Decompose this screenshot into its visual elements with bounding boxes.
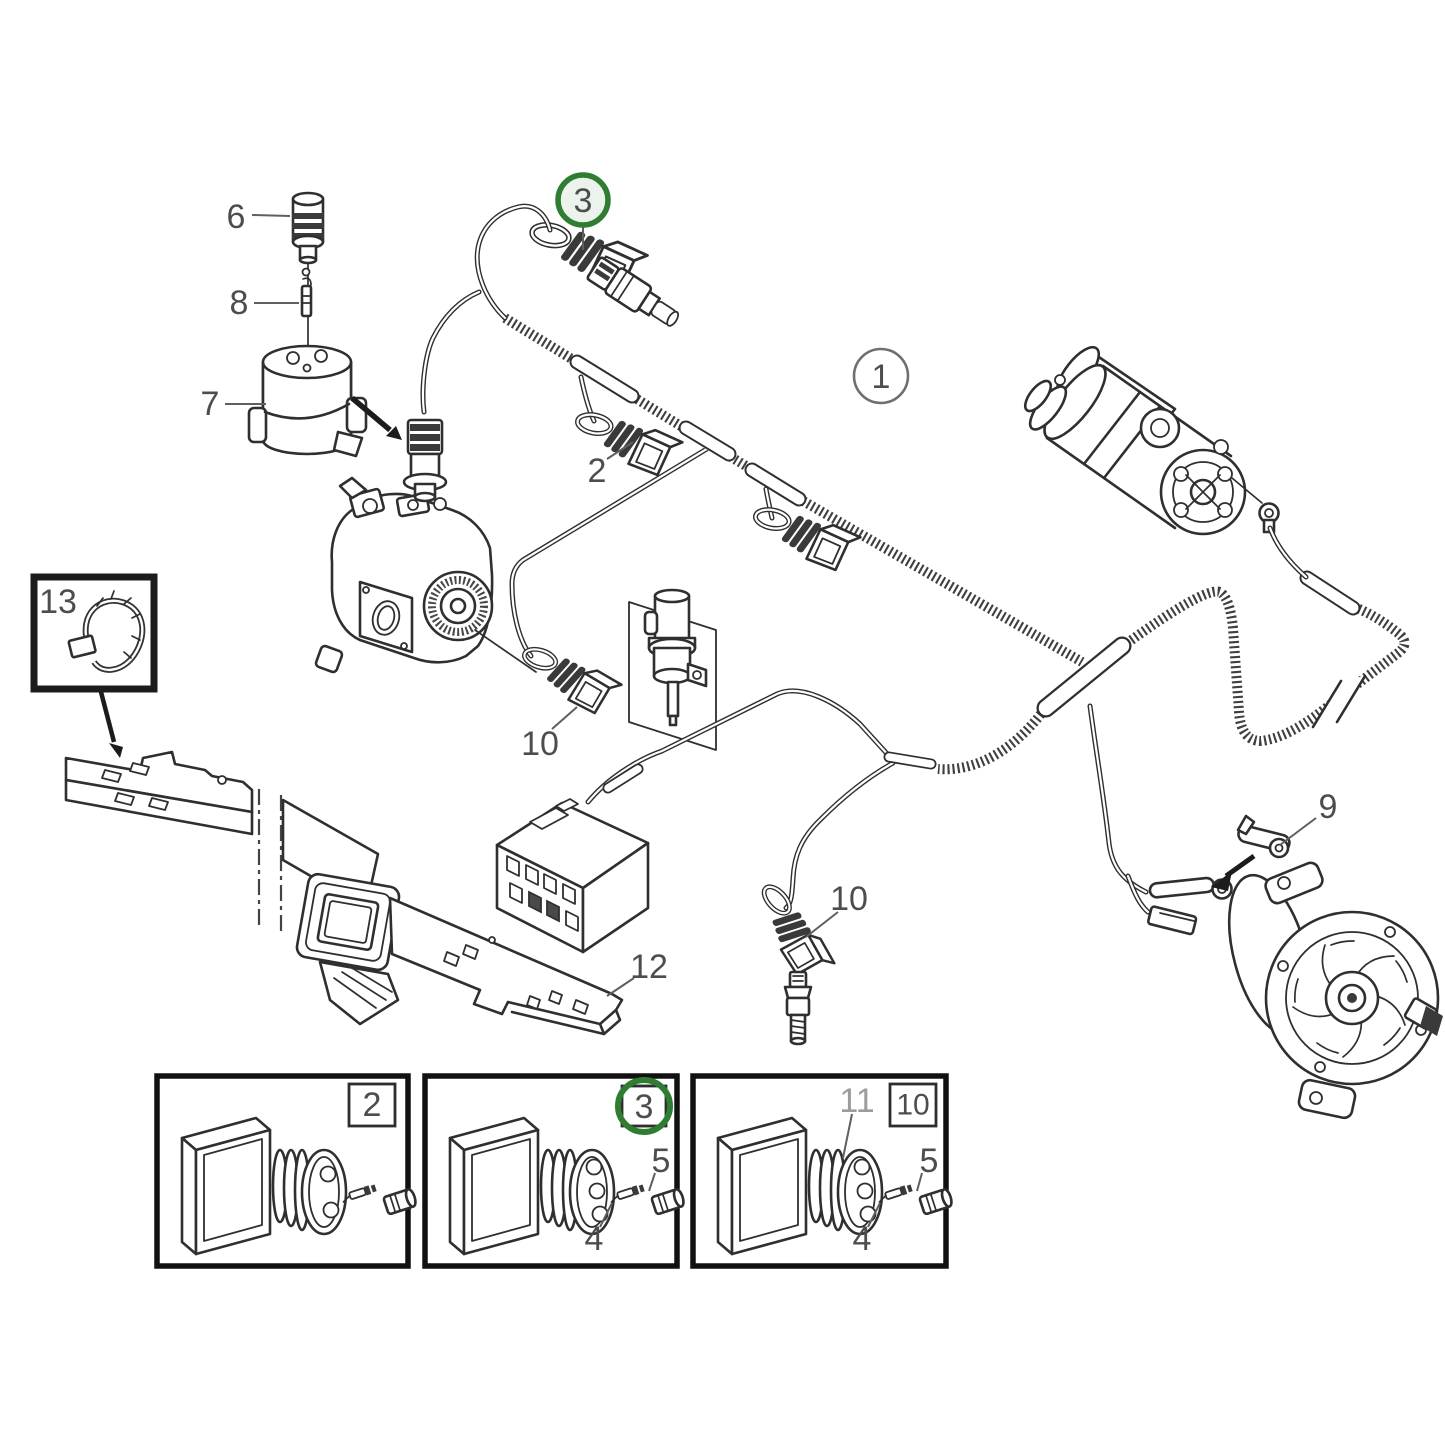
- detail-panel-10: 10 11 5 4: [690, 1073, 955, 1269]
- connector-block: [495, 798, 650, 954]
- callout-10-bottom: 10: [830, 880, 868, 918]
- cable-tie-icon: [67, 590, 146, 673]
- callout-12: 12: [630, 948, 668, 986]
- bracket-clamp: [295, 872, 401, 1026]
- injection-pump: [314, 476, 537, 674]
- panel-2-badge: 2: [363, 1086, 382, 1124]
- callout-3: 3: [574, 182, 593, 220]
- panel-3-badge: 3: [635, 1088, 654, 1126]
- callout-8: 8: [230, 284, 249, 322]
- harness-branch-wires: [588, 691, 1146, 908]
- detail-panel-2: 2: [154, 1073, 419, 1269]
- starter-cable: [1231, 477, 1306, 577]
- panel-10-badge: 10: [896, 1089, 929, 1122]
- thermo-switch: [586, 256, 680, 327]
- mounting-bracket-12: [64, 750, 624, 1036]
- callout-2: 2: [588, 452, 607, 490]
- connector-10-bottom: [757, 872, 834, 979]
- detail-panel-3: 3 5 4: [422, 1073, 687, 1269]
- arrow-to-bracket: [109, 743, 123, 758]
- temp-sensor-bottom: [783, 970, 813, 1046]
- callout-6: 6: [227, 198, 246, 236]
- callouts: 6 8 7 3 2 1 10 10 12 9 13: [39, 172, 1338, 997]
- callout-13: 13: [39, 583, 77, 621]
- loose-ring-terminal-9: [1236, 814, 1291, 859]
- main-harness-corrugated: [505, 318, 1405, 769]
- terminal-set-9: [1125, 814, 1291, 936]
- oil-pressure-sensor: [643, 588, 708, 727]
- panel-10-callout-4: 4: [853, 1220, 872, 1258]
- highlight-circle-3: [555, 172, 611, 228]
- starter-motor: [1023, 345, 1247, 536]
- part-6-plug: [291, 191, 325, 265]
- part-7-solenoid: [247, 344, 368, 458]
- callout-1: 1: [872, 358, 891, 396]
- panel-3-callout-4: 4: [585, 1220, 604, 1258]
- cable-tie-box-13: [30, 573, 158, 758]
- arrow-to-sensor: [350, 395, 402, 440]
- panel-10-callout-5: 5: [920, 1142, 939, 1180]
- panel-3-callout-5: 5: [652, 1142, 671, 1180]
- callout-9: 9: [1319, 788, 1338, 826]
- connector-10-left: [517, 620, 622, 721]
- callout-7: 7: [201, 385, 220, 423]
- alternator: [1227, 861, 1443, 1120]
- oil-pressure-sensor-plate: [628, 588, 717, 751]
- bulb-sensor: [402, 418, 448, 503]
- circle-1: [852, 347, 910, 405]
- highlight-ring-3: [615, 1077, 673, 1135]
- panel-10-callout-11: 11: [839, 1082, 874, 1120]
- part-8-pin: [300, 267, 313, 318]
- callout-10-left: 10: [521, 725, 559, 763]
